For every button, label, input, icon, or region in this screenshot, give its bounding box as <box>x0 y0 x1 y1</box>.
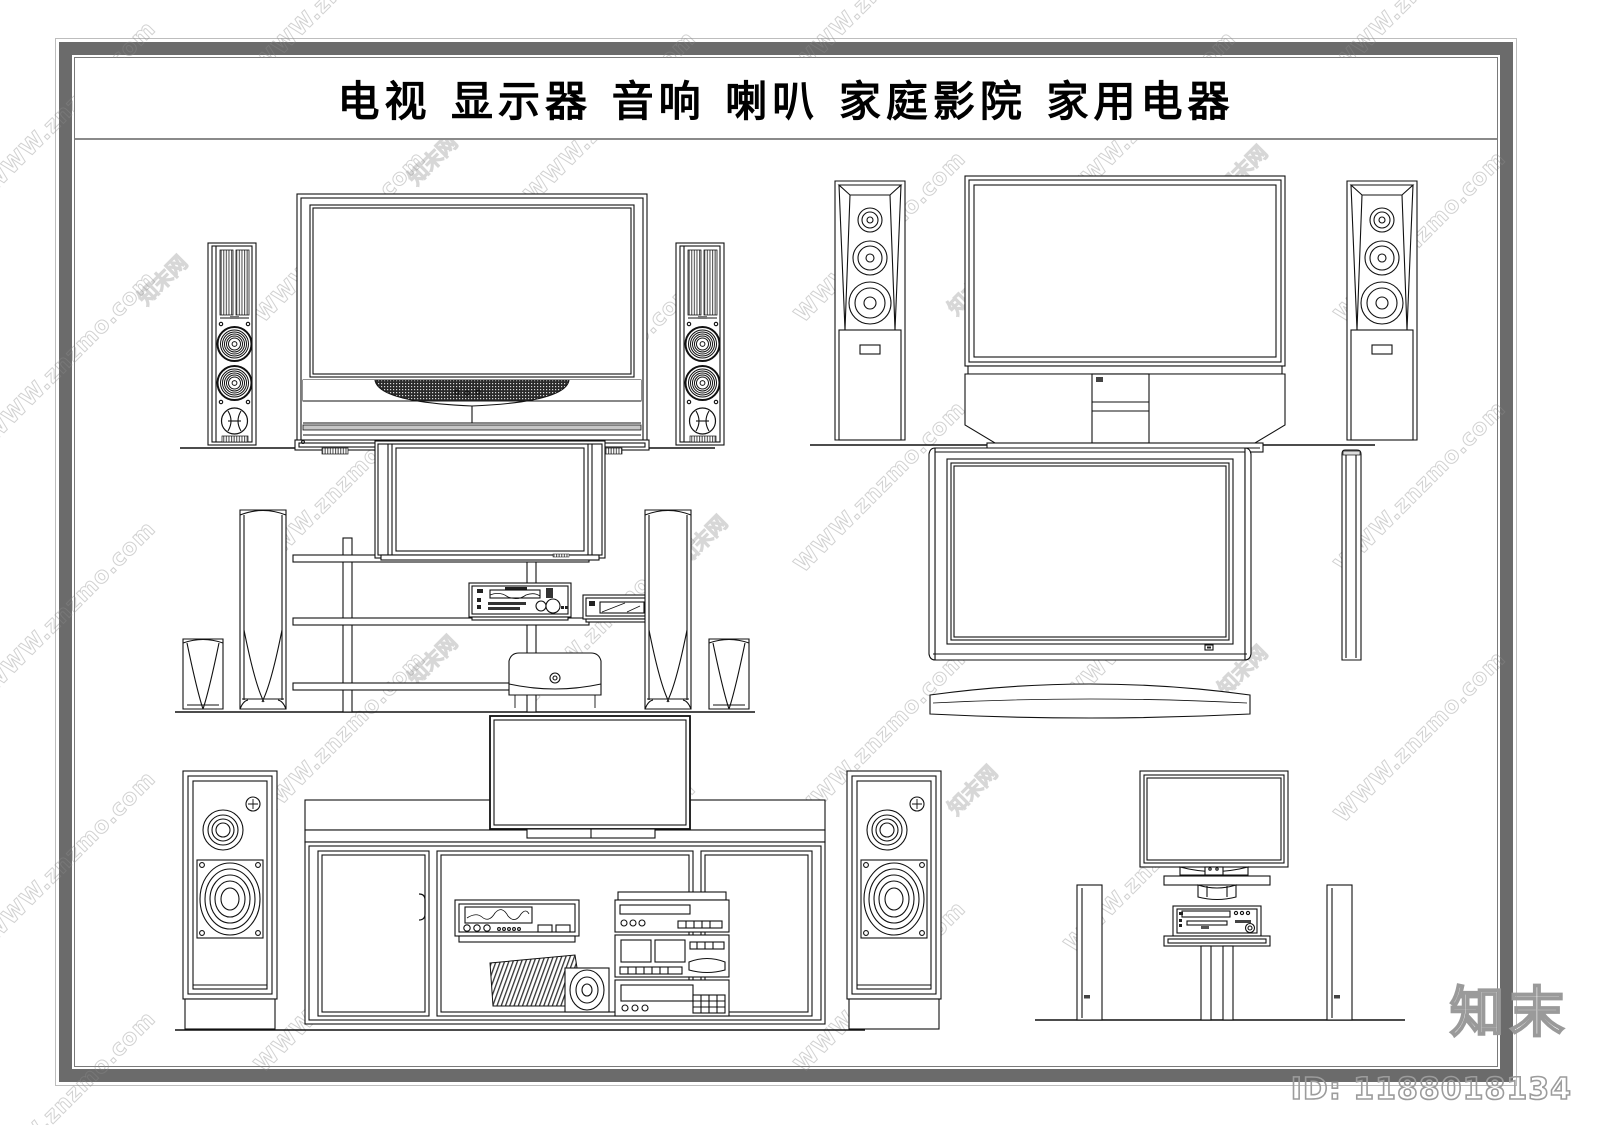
page-title: 电视 显示器 音响 喇叭 家庭影院 家用电器 <box>337 76 1235 126</box>
drawing-tv-on-cabinet-with-towers <box>810 175 1418 453</box>
column-speaker-left <box>239 509 287 710</box>
cad-drawing-canvas <box>75 140 1497 1066</box>
television-flat-panel <box>964 175 1286 375</box>
satellite-speaker-right <box>708 638 750 710</box>
drawing-flat-panel-views <box>928 447 1362 719</box>
tapered-tower-speaker-left <box>834 180 906 441</box>
title-band: 电视 显示器 音响 喇叭 家庭影院 家用电器 <box>75 58 1497 140</box>
tower-speaker-right <box>675 242 725 446</box>
av-receiver <box>468 582 572 621</box>
av-stack <box>614 891 730 1017</box>
pedestal-stand <box>1163 875 1271 1021</box>
column-speaker-right <box>644 509 692 710</box>
document-id: ID: 1188018134 <box>1290 1071 1572 1108</box>
brand-logo: 知末 <box>1449 980 1570 1045</box>
frame-inner-border <box>74 57 1498 1067</box>
drawing-tv-pedestal-stand <box>1035 770 1405 1021</box>
console-subwoofer <box>564 967 610 1013</box>
television-on-console <box>489 715 691 839</box>
television-top-view <box>929 683 1251 719</box>
drawing-media-console-system <box>175 715 942 1031</box>
television-side-view <box>1341 449 1362 661</box>
drawing-tv-rear-projection-with-towers <box>180 193 725 455</box>
subwoofer <box>508 652 602 708</box>
satellite-speaker-left <box>182 638 224 710</box>
television-on-stand <box>1139 770 1289 876</box>
bookshelf-speaker-right <box>846 770 942 1030</box>
drawing-tv-rack-home-theater <box>175 440 755 713</box>
av-deck-cd-player <box>454 899 580 943</box>
bookshelf-speaker-left <box>182 770 278 1030</box>
cabinet <box>964 373 1286 453</box>
tower-speaker-left <box>207 242 257 446</box>
tapered-tower-speaker-right <box>1346 180 1418 441</box>
television-front-view <box>928 447 1252 661</box>
television-rear-projection <box>294 193 650 455</box>
television-on-rack <box>374 440 606 561</box>
slim-speaker-right <box>1326 884 1353 1021</box>
slim-speaker-left <box>1076 884 1103 1021</box>
